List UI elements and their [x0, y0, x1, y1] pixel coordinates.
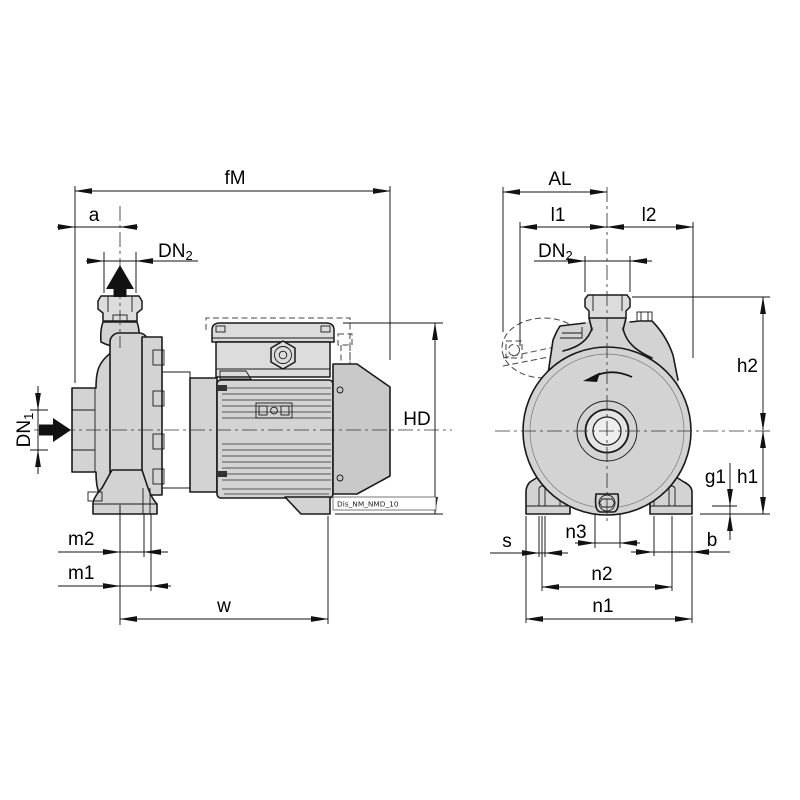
box-wedge-detail: [219, 370, 252, 380]
dim-n3: n3: [565, 514, 640, 548]
dim-label-w: w: [216, 596, 231, 617]
dim-a: a: [57, 205, 138, 230]
shoulder-left-edge: [547, 322, 586, 375]
dim-label-l1: l1: [551, 205, 566, 226]
dim-label-s: s: [502, 531, 512, 552]
motor-foot: [284, 496, 331, 515]
neck-blend-right: [622, 327, 653, 359]
dim-label-n2: n2: [591, 564, 612, 585]
shoulder-step-detail: [560, 327, 583, 339]
dim-fm: fM: [74, 168, 391, 383]
motor-label-mark-bottom: [217, 471, 227, 477]
terminal-box-alternate-outline: [205, 317, 353, 374]
motor-fins: [222, 387, 331, 495]
flow-arrow-suction: [39, 418, 71, 442]
backplate-bolt-4: [152, 468, 165, 485]
dim-label-dn1: DN1: [14, 413, 36, 448]
dim-b: b: [631, 516, 730, 556]
hidden-gland-lines: [340, 345, 351, 363]
lid-screw-left: [215, 325, 226, 333]
dim-label-h2: h2: [737, 356, 758, 377]
side-view: fM a DN2 DN1 HD: [14, 168, 452, 625]
dim-dn1: DN1: [14, 386, 48, 474]
dim-label-dn2-right: DN2: [538, 241, 573, 263]
gland-bore: [278, 350, 288, 360]
flow-arrow-discharge: [106, 265, 134, 297]
motor-nameplate: [255, 402, 293, 419]
nameplate-detail-right: [280, 405, 290, 416]
nameplate-detail-left: [258, 405, 268, 416]
terminal-box-lid: [211, 322, 335, 343]
dim-label-a: a: [89, 205, 100, 226]
dim-label-n3: n3: [565, 522, 586, 543]
dim-l2: l2: [606, 205, 694, 358]
dim-label-h1: h1: [737, 467, 758, 488]
motor: [216, 379, 334, 515]
fan-cover: [332, 363, 391, 495]
dim-s: s: [490, 516, 568, 557]
drain-hex: [598, 498, 616, 508]
dim-l1: l1: [519, 205, 608, 346]
backplate-bolt-1: [152, 349, 165, 366]
discharge-port-cap-front: [584, 294, 631, 319]
gland-hex-nut: [270, 340, 296, 370]
discharge-port-front: [584, 294, 631, 331]
casing-top-bolt-lines: [640, 312, 649, 321]
gland-ring: [274, 346, 292, 364]
cable-gland: [270, 340, 296, 370]
dim-label-n1: n1: [592, 596, 613, 617]
nameplate-detail-circle: [270, 406, 278, 415]
dim-label-dn2: DN2: [158, 241, 193, 263]
motor-label-mark-top: [217, 385, 227, 391]
hidden-cable-gland: [337, 333, 353, 346]
dim-label-m2: m2: [68, 529, 94, 550]
neck-blend-left: [562, 327, 593, 352]
casing-top-bolt: [636, 311, 653, 322]
dim-dn2-right: DN2: [534, 241, 652, 292]
dim-h1: h1: [700, 430, 770, 515]
dim-h2: h2: [632, 296, 770, 431]
dim-m1: m1: [58, 514, 171, 591]
dim-label-b: b: [707, 530, 718, 551]
dim-label-m1: m1: [68, 563, 94, 584]
casing-backplate: [141, 336, 163, 496]
dim-g1: g1: [705, 463, 737, 540]
fan-cover-shell: [332, 363, 391, 495]
port-neck-edges: [588, 317, 627, 331]
backplate-bolt-3: [152, 433, 165, 450]
dim-label-fm: fM: [224, 168, 245, 189]
dim-al: AL: [502, 169, 608, 332]
code-box: [332, 496, 437, 511]
fan-cover-screw-top: [336, 386, 344, 394]
drawing-code-label: Dis_NM_NMD_10: [337, 500, 399, 509]
lid-screw-right: [320, 325, 331, 333]
backplate-bolt-2: [152, 390, 165, 407]
pump-casing-side: [71, 295, 165, 515]
terminal-box: [211, 322, 335, 380]
dim-label-g1: g1: [705, 467, 726, 488]
dim-label-l2: l2: [642, 205, 657, 226]
fan-cover-screw-bottom: [336, 474, 344, 482]
dim-m2: m2: [58, 505, 168, 625]
motor-adapter: [189, 377, 218, 493]
front-view: AL l1 l2 DN2 h2 h1: [490, 169, 770, 623]
drawing-code-box: Dis_NM_NMD_10: [332, 496, 437, 511]
dim-n1: n1: [525, 516, 693, 623]
hidden-flange-bolt: [508, 344, 520, 356]
foot-bolt-lug: [87, 491, 103, 502]
dim-label-hd: HD: [403, 409, 430, 430]
rotation-arrow: [583, 371, 633, 382]
dim-hd: HD: [335, 322, 443, 515]
dim-w: w: [119, 516, 329, 624]
dim-dn2-left: DN2: [86, 241, 198, 293]
pump-foot: [92, 469, 158, 515]
dim-n2: n2: [541, 516, 673, 591]
dim-label-al: AL: [548, 169, 571, 190]
cap-thread-lines-front: [592, 295, 623, 311]
hidden-flange-face: [505, 340, 523, 359]
